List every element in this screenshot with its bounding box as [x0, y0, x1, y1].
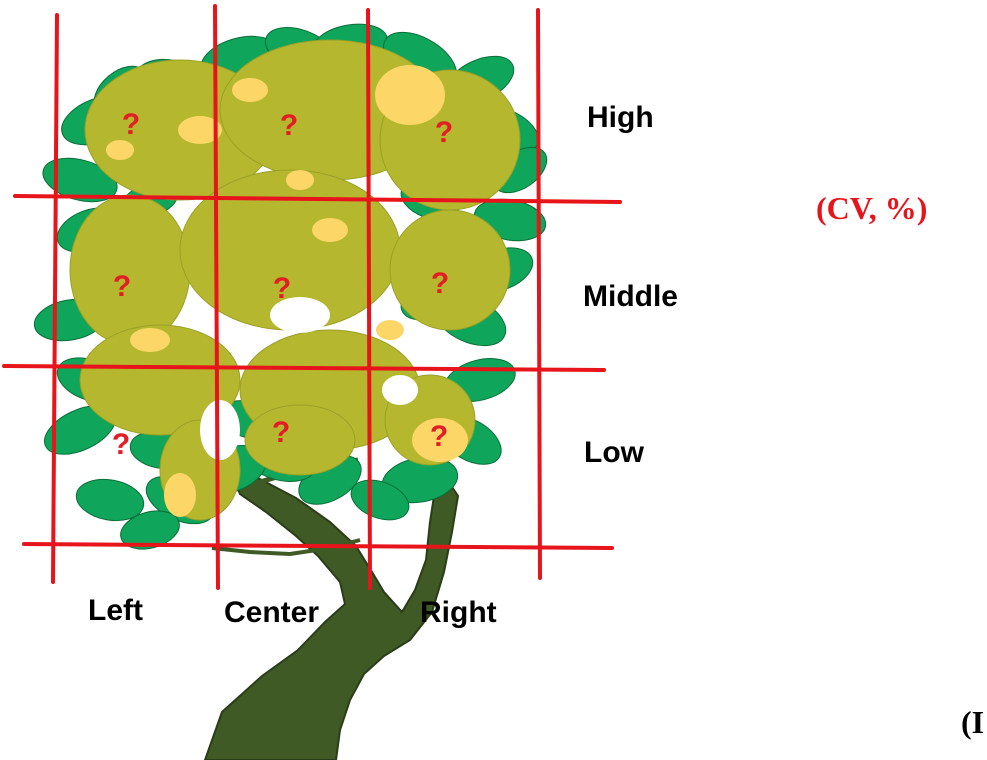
- cell-marker-1: ?: [122, 108, 140, 141]
- highlight-patch: [312, 218, 348, 242]
- row-label-middle: Middle: [583, 280, 678, 313]
- grid-line-vertical-2: [213, 4, 220, 590]
- canopy-gap: [382, 375, 418, 405]
- cell-marker-9: ?: [430, 420, 448, 453]
- highlight-patch: [232, 78, 268, 102]
- canopy-gap: [200, 400, 240, 460]
- cell-markers: ?????????: [112, 108, 453, 461]
- trunk-shape: [203, 476, 460, 760]
- grid-lines: [2, 4, 622, 590]
- column-label-center: Center: [224, 596, 319, 629]
- tree-canopy: [33, 23, 548, 550]
- corner-label: (I: [961, 704, 984, 740]
- cell-marker-8: ?: [272, 416, 290, 449]
- leaf-cluster: [120, 510, 180, 550]
- highlight-patch: [375, 65, 445, 125]
- cell-marker-6: ?: [431, 267, 449, 300]
- highlight-patch: [106, 140, 134, 160]
- grid-line-horizontal-2: [2, 364, 606, 372]
- leaf-cluster: [350, 479, 410, 521]
- highlight-patch: [164, 473, 196, 517]
- canopy-gap: [270, 297, 330, 333]
- cell-marker-2: ?: [280, 109, 298, 142]
- leaf-cluster: [75, 478, 145, 522]
- row-label-high: High: [587, 101, 654, 134]
- canopy-mass: [389, 209, 511, 331]
- highlight-patch: [412, 418, 468, 462]
- highlight-patch: [178, 116, 222, 144]
- cell-marker-7: ?: [112, 428, 130, 461]
- canopy-highlights: [106, 65, 468, 517]
- grid-line-horizontal-3: [22, 542, 614, 550]
- column-label-left: Left: [88, 594, 143, 627]
- highlight-patch: [376, 320, 404, 340]
- column-label-right: Right: [420, 596, 497, 629]
- grid-line-vertical-4: [536, 8, 542, 580]
- highlight-patch: [130, 328, 170, 352]
- grid-line-vertical-1: [51, 13, 59, 584]
- leaf-cluster: [42, 157, 118, 203]
- cell-marker-5: ?: [273, 272, 291, 305]
- grid-line-vertical-3: [366, 8, 372, 590]
- row-label-low: Low: [584, 436, 645, 469]
- canopy-mass: [79, 324, 241, 436]
- cell-marker-4: ?: [113, 270, 131, 303]
- highlight-patch: [286, 170, 314, 190]
- grid-line-horizontal-1: [13, 194, 622, 204]
- cv-label: (CV, %): [816, 190, 927, 226]
- canopy-mass: [244, 404, 356, 476]
- cell-marker-3: ?: [435, 116, 453, 149]
